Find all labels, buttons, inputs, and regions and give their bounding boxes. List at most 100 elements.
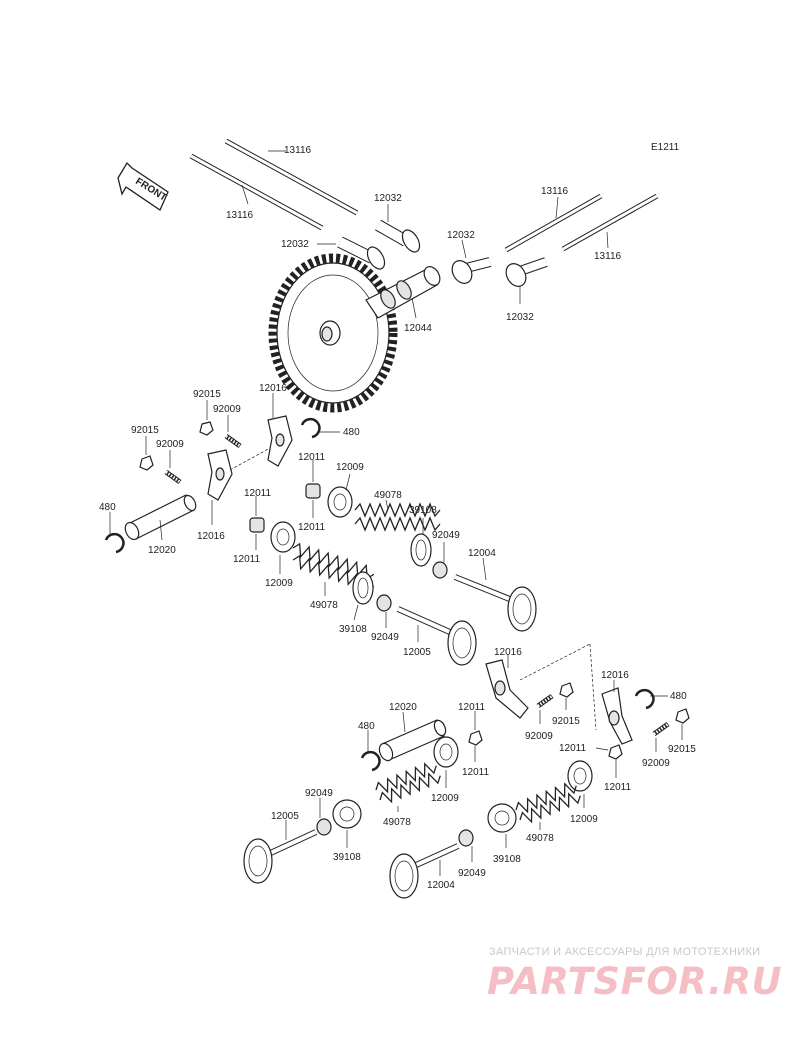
retainer-b[interactable] — [270, 521, 296, 553]
label-circlip-b: 480 — [99, 502, 116, 513]
label-tappet-d: 12032 — [506, 312, 534, 323]
nut-a[interactable] — [199, 421, 214, 436]
label-seal-c: 92049 — [305, 788, 333, 799]
seat-d[interactable] — [487, 803, 517, 833]
valve-a[interactable] — [453, 574, 537, 632]
shaft-a[interactable] — [123, 494, 199, 542]
label-valve-b: 12005 — [403, 647, 431, 658]
circlip-d[interactable] — [634, 688, 655, 710]
label-seat-a: 39108 — [409, 505, 437, 516]
label-shaft-a: 12020 — [148, 545, 176, 556]
seat-a[interactable] — [410, 533, 432, 567]
valve-d[interactable] — [389, 843, 460, 899]
pushrod-right-a[interactable] — [504, 193, 603, 253]
label-retainer-b: 12009 — [265, 578, 293, 589]
nut-c[interactable] — [559, 682, 574, 698]
retainer-a[interactable] — [327, 486, 353, 518]
label-collet-f: 12011 — [604, 782, 632, 793]
label-pushrod-top: 13116 — [284, 145, 312, 156]
label-seal-a: 92049 — [432, 530, 460, 541]
spring-a[interactable] — [354, 502, 441, 532]
retainer-d[interactable] — [567, 760, 593, 792]
label-retainer-a: 12009 — [336, 462, 364, 473]
label-shaft-b: 12020 — [389, 702, 417, 713]
label-nut-b: 92015 — [131, 425, 159, 436]
stud-c[interactable] — [536, 693, 554, 709]
front-arrow-icon: FRONT — [117, 161, 169, 211]
label-tappet-a: 12032 — [374, 193, 402, 204]
seal-a[interactable] — [432, 561, 448, 579]
camshaft-gear[interactable] — [268, 253, 398, 413]
rocker-d[interactable] — [601, 687, 633, 745]
label-rocker-c: 12016 — [494, 647, 522, 658]
label-collet-b: 12011 — [298, 522, 326, 533]
label-collet-e: 12011 — [559, 743, 587, 754]
seal-c[interactable] — [316, 818, 332, 836]
pushrod-right-b[interactable] — [561, 193, 659, 252]
nut-d[interactable] — [675, 708, 690, 724]
label-rocker-d: 12016 — [601, 670, 629, 681]
label-collet-c-top: 12011 — [244, 488, 272, 499]
label-pushrod-left: 13116 — [226, 210, 254, 221]
label-seal-b: 92049 — [371, 632, 399, 643]
label-retainer-d: 12009 — [570, 814, 598, 825]
collet-d[interactable] — [468, 730, 483, 746]
pushrod-left[interactable] — [189, 153, 324, 231]
label-stud-d: 92009 — [642, 758, 670, 769]
collet-a[interactable] — [305, 483, 321, 499]
label-tappet-b: 12032 — [281, 239, 309, 250]
stud-b[interactable] — [164, 469, 182, 485]
camshaft[interactable] — [365, 264, 443, 319]
label-nut-d: 92015 — [668, 744, 696, 755]
seat-b[interactable] — [352, 571, 374, 605]
label-valve-a: 12004 — [468, 548, 496, 559]
label-camshaft: 12044 — [404, 323, 432, 334]
seal-b[interactable] — [376, 594, 392, 612]
label-seat-d: 39108 — [493, 854, 521, 865]
seat-c[interactable] — [332, 799, 362, 829]
valve-b[interactable] — [396, 606, 477, 666]
spring-d[interactable] — [514, 780, 583, 825]
tappet-b[interactable] — [337, 236, 388, 272]
label-retainer-c: 12009 — [431, 793, 459, 804]
label-valve-c: 12005 — [271, 811, 299, 822]
label-seat-b: 39108 — [339, 624, 367, 635]
watermark-subtitle: ЗАПЧАСТИ И АКСЕССУАРЫ ДЛЯ МОТОТЕХНИКИ — [489, 946, 761, 958]
pushrod-top[interactable] — [224, 138, 359, 216]
circlip-a[interactable] — [300, 417, 321, 439]
stud-a[interactable] — [224, 433, 242, 449]
label-stud-a: 92009 — [213, 404, 241, 415]
watermark-logo: PARTSFOR.RU — [487, 960, 783, 1003]
label-seat-c: 39108 — [333, 852, 361, 863]
collet-f[interactable] — [608, 744, 623, 760]
label-pushrod-right-a: 13116 — [541, 186, 569, 197]
label-rocker-a: 12016 — [259, 383, 287, 394]
label-spring-a: 49078 — [374, 490, 402, 501]
tappet-c[interactable] — [448, 257, 492, 287]
stud-d[interactable] — [652, 721, 670, 737]
label-seal-d: 92049 — [458, 868, 486, 879]
collet-c[interactable] — [249, 517, 265, 533]
nut-b[interactable] — [139, 455, 154, 471]
label-pushrod-right-b: 13116 — [594, 251, 622, 262]
diagram-code: E1211 — [651, 142, 680, 153]
valve-c[interactable] — [243, 829, 318, 884]
label-nut-c: 92015 — [552, 716, 580, 727]
label-collet-c: 12011 — [233, 554, 261, 565]
label-circlip-d: 480 — [670, 691, 687, 702]
label-collet-d: 12011 — [462, 767, 490, 778]
label-nut-a: 92015 — [193, 389, 221, 400]
label-spring-b: 49078 — [310, 600, 338, 611]
tappet-a[interactable] — [375, 219, 423, 255]
tappet-d[interactable] — [502, 257, 548, 290]
spring-c[interactable] — [374, 760, 443, 805]
rocker-b[interactable] — [207, 449, 233, 501]
retainer-c[interactable] — [433, 736, 459, 768]
rocker-c[interactable] — [485, 659, 529, 719]
shaft-b[interactable] — [377, 719, 448, 763]
circlip-b[interactable] — [104, 532, 125, 554]
circlip-c[interactable] — [360, 750, 381, 772]
seal-d[interactable] — [458, 829, 474, 847]
rocker-a[interactable] — [267, 415, 293, 467]
